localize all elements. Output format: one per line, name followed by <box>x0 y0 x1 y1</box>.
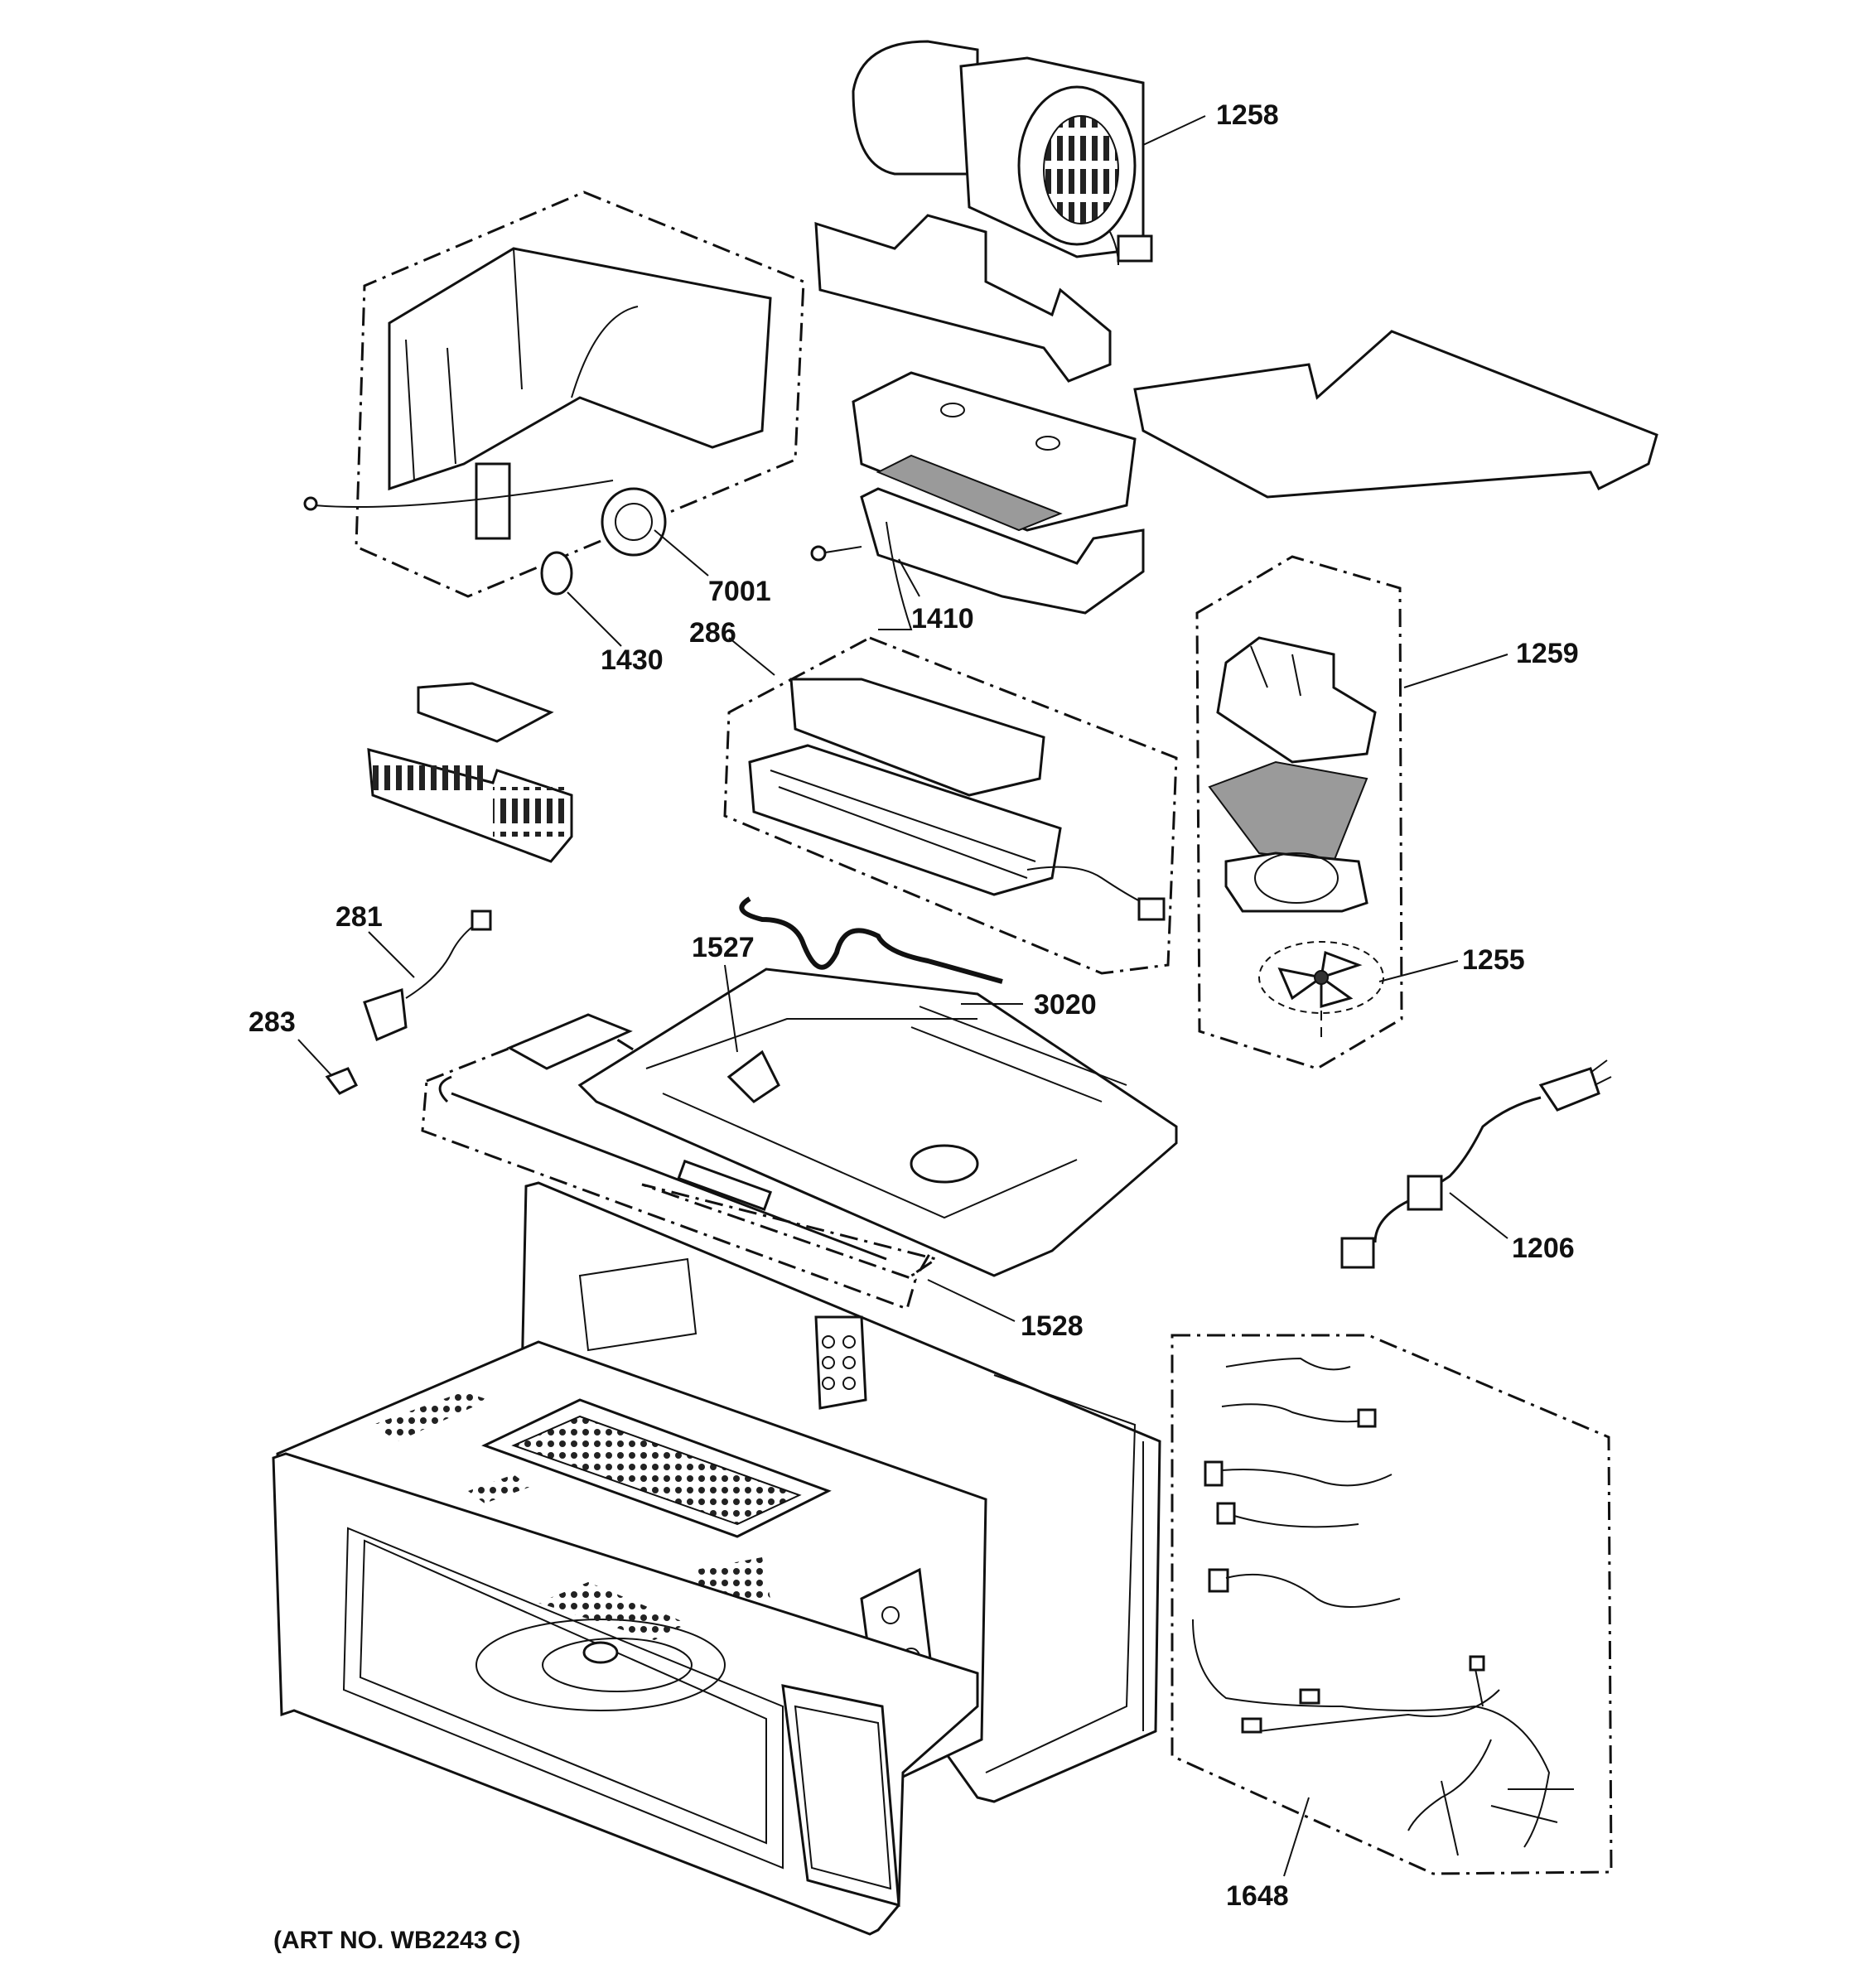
art-number: (ART NO. WB2243 C) <box>273 1927 520 1954</box>
top-shield-plate <box>1133 330 1658 499</box>
leader-286 <box>728 637 775 676</box>
leader-1527 <box>724 964 738 1053</box>
leader-1255 <box>1378 960 1459 982</box>
leader-1528 <box>927 1279 1016 1322</box>
callout-1259: 1259 <box>1516 638 1579 669</box>
vent-housing <box>303 247 772 596</box>
callout-1648: 1648 <box>1226 1880 1289 1912</box>
heater-coil-3020 <box>739 896 1003 984</box>
frame-fan-assembly <box>1195 555 1403 1070</box>
blower-assembly-1258 <box>852 40 1153 266</box>
callout-286: 286 <box>689 617 736 649</box>
callout-7001: 7001 <box>708 576 771 607</box>
duct-plate <box>814 214 1112 383</box>
callout-1410: 1410 <box>911 603 974 635</box>
leader-7001 <box>654 529 709 577</box>
callout-3020: 3020 <box>1034 989 1097 1021</box>
control-board <box>814 1315 867 1410</box>
callout-1255: 1255 <box>1462 944 1525 976</box>
sensor-harness-281 <box>363 910 492 1042</box>
magnetron-mount-1410 <box>810 371 1145 630</box>
leader-1430 <box>567 591 622 647</box>
leader-1648 <box>1283 1797 1310 1877</box>
frame-heater-assembly <box>723 636 1178 975</box>
leader-1410 <box>898 558 920 597</box>
heater-element-1528 <box>438 1013 887 1261</box>
fan-assembly-1259 <box>1208 636 1377 913</box>
leader-281 <box>368 931 415 978</box>
wire-harness-1648 <box>1192 1357 1574 1856</box>
leader-1259 <box>1403 654 1508 688</box>
power-cord-1206 <box>1340 1059 1612 1269</box>
leader-1258 <box>1142 115 1206 146</box>
callout-281: 281 <box>335 901 383 933</box>
vent-grill <box>367 682 573 863</box>
callout-1206: 1206 <box>1512 1233 1575 1264</box>
clip-283 <box>325 1067 359 1095</box>
leader-1206 <box>1449 1192 1508 1239</box>
callout-1430: 1430 <box>601 644 664 676</box>
callout-1528: 1528 <box>1021 1310 1084 1342</box>
leader-283 <box>297 1039 332 1076</box>
callout-283: 283 <box>249 1006 296 1038</box>
cavity-top-plate <box>577 967 1178 1277</box>
fan-blade-1255 <box>1258 941 1384 1044</box>
heater-assembly-286 <box>748 678 1166 921</box>
frame-vent-housing <box>355 191 805 598</box>
callout-1258: 1258 <box>1216 99 1279 131</box>
callout-1527: 1527 <box>692 932 755 963</box>
front-frame <box>272 1452 979 1936</box>
